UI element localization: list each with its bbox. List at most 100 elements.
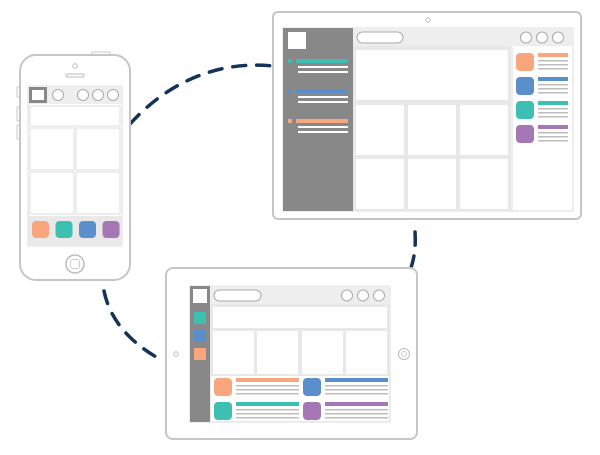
tablet-cards — [214, 378, 388, 420]
desktop-grid-cell — [460, 159, 508, 209]
phone-grid-cell — [29, 127, 75, 171]
desktop-sidebar-heading-teal — [296, 59, 348, 63]
desktop-sidebar-text-line — [298, 101, 348, 103]
phone-app-tiles — [32, 221, 120, 238]
tablet-grid-cell — [302, 331, 343, 374]
desktop-header-circle-icon — [536, 31, 548, 44]
tablet-grid-cell — [346, 331, 387, 374]
phone-device — [16, 51, 131, 281]
tablet-sidebar-item-orange — [194, 348, 206, 360]
phone-header-circle-icon — [92, 89, 104, 101]
desktop-sidebar-text-line — [298, 66, 348, 68]
phone-app-tile-blue — [79, 221, 96, 238]
desktop-sidebar-bullet-teal — [288, 59, 292, 63]
desktop-sidebar-items — [288, 59, 348, 133]
desktop-sidebar-bullet-blue — [288, 89, 292, 93]
desktop-search-input — [356, 31, 404, 44]
tablet-card-heading-blue — [325, 378, 388, 382]
phone-home-button-inner — [70, 259, 80, 269]
desktop-card-text-line — [538, 92, 568, 94]
desktop-side-cards — [516, 53, 568, 143]
phone-app-tile-teal — [55, 221, 73, 238]
phone-home-button — [65, 254, 85, 274]
desktop-card-icon-purple — [516, 125, 534, 143]
desktop-card-heading-purple — [538, 125, 568, 129]
desktop-card-text-line — [538, 116, 568, 118]
phone-logo-inner — [32, 90, 44, 100]
tablet-card-text-line — [325, 393, 388, 395]
connectors — [102, 63, 417, 360]
desktop-card-text-line — [538, 108, 568, 110]
desktop-header-circle-icon — [520, 31, 532, 44]
desktop-card-heading-orange — [538, 53, 568, 57]
desktop-header-bar — [353, 28, 573, 46]
tablet-card-text-line — [236, 393, 299, 395]
desktop-card-text-line — [538, 64, 568, 66]
desktop-card-text-line — [538, 136, 568, 138]
tablet-home-button-inner — [401, 351, 407, 357]
tablet-sidebar-items — [194, 312, 206, 360]
phone-grid-cell — [29, 171, 75, 215]
phone-speaker — [65, 73, 85, 78]
tablet-grid-cell — [257, 331, 298, 374]
desktop-camera-icon — [425, 17, 431, 23]
phone-header-circle-icon — [77, 89, 89, 101]
desktop-card-heading-blue — [538, 77, 568, 81]
desktop-grid-cell — [408, 105, 456, 155]
tablet-card-text-line — [325, 385, 388, 387]
tablet-card-heading-purple — [325, 402, 388, 406]
tablet-banner — [213, 307, 387, 328]
tablet-card-text-line — [325, 389, 388, 391]
desktop-header-circle-icon — [552, 31, 564, 44]
tablet-card-text-line — [236, 409, 299, 411]
desktop-grid-cell — [460, 105, 508, 155]
desktop-sidebar-bullet-orange — [288, 119, 292, 123]
tablet-sidebar-item-teal — [194, 312, 206, 324]
desktop-card-text-line — [538, 68, 568, 70]
tablet-card-text-line — [236, 389, 299, 391]
tablet-logo — [193, 289, 207, 303]
tablet-camera-icon — [173, 351, 179, 357]
desktop-banner — [356, 50, 508, 100]
tablet-card-text-line — [236, 417, 299, 419]
desktop-sidebar-heading-blue — [296, 89, 348, 93]
tablet-header-circle-icon — [341, 289, 353, 302]
tablet-card-icon-blue — [303, 378, 321, 396]
desktop-grid-cell — [356, 105, 404, 155]
desktop-card-text-line — [538, 60, 568, 62]
desktop-sidebar-text-line — [298, 96, 348, 98]
tablet-header-circle-icon — [357, 289, 369, 302]
tablet-card-heading-teal — [236, 402, 299, 406]
tablet-card-text-line — [325, 417, 388, 419]
tablet-card-heading-orange — [236, 378, 299, 382]
desktop-grid-cell — [408, 159, 456, 209]
desktop-logo — [288, 32, 306, 49]
desktop-card-icon-orange — [516, 53, 534, 71]
phone-header-circle-icon — [52, 89, 64, 101]
desktop-card-text-line — [538, 88, 568, 90]
tablet-card-text-line — [325, 413, 388, 415]
desktop-card-text-line — [538, 112, 568, 114]
tablet-card-text-line — [236, 385, 299, 387]
phone-banner — [29, 105, 121, 127]
tablet-home-button — [398, 348, 410, 360]
desktop-sidebar-text-line — [298, 131, 348, 133]
phone-camera-icon — [72, 63, 78, 69]
tablet-device — [165, 267, 418, 440]
desktop-card-icon-teal — [516, 101, 534, 119]
desktop-sidebar-heading-orange — [296, 119, 348, 123]
desktop-card-text-line — [538, 84, 568, 86]
tablet-search-input — [213, 289, 262, 302]
phone-header-circle-icon — [107, 89, 119, 101]
desktop-device — [272, 11, 582, 220]
desktop-card-icon-blue — [516, 77, 534, 95]
phone-grid-cell — [75, 171, 121, 215]
desktop-card-text-line — [538, 132, 568, 134]
tablet-card-text-line — [236, 413, 299, 415]
tablet-card-icon-teal — [214, 402, 232, 420]
tablet-card-text-line — [325, 409, 388, 411]
tablet-grid-cell — [213, 331, 254, 374]
tablet-header-circle-icon — [373, 289, 385, 302]
desktop-card-heading-teal — [538, 101, 568, 105]
